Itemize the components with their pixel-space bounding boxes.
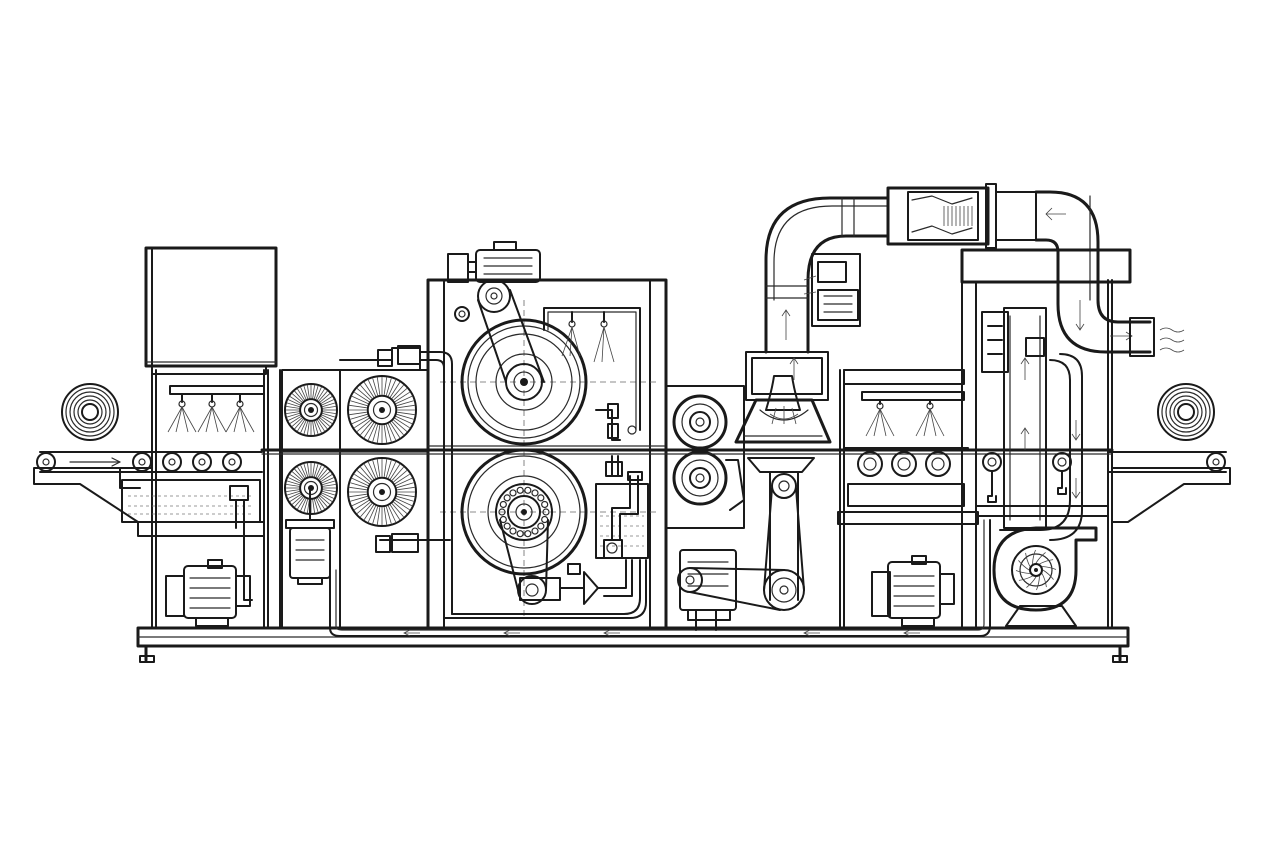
brush-motor — [285, 489, 335, 585]
brush-hoses — [339, 345, 451, 553]
outfeed-roll — [1157, 383, 1215, 441]
infeed-conveyor — [36, 451, 263, 473]
side-pipes — [419, 351, 647, 619]
transfer-belt-drive — [677, 457, 815, 621]
prewash-spray-bar — [167, 385, 265, 433]
top-drive-motor — [447, 241, 541, 283]
pump-motor — [165, 559, 251, 627]
extraction-hood — [734, 351, 832, 444]
rinse-spray-nozzles — [543, 307, 641, 441]
riser-duct — [764, 196, 890, 380]
feed-roll — [61, 383, 119, 441]
recirculation-line — [329, 519, 991, 637]
wash-tank — [119, 467, 261, 601]
side-filter-box — [803, 253, 861, 327]
drive-belt — [454, 279, 549, 605]
dryer-duct — [999, 353, 1083, 541]
drum-valve-assembly — [519, 559, 633, 605]
brush-rollers — [284, 375, 417, 527]
brush-roller-2 — [347, 375, 417, 445]
outfeed-conveyor — [1107, 451, 1227, 473]
squeeze-rollers — [665, 385, 745, 529]
centrifugal-blower — [992, 526, 1098, 627]
duct-filter-housing — [886, 183, 1037, 249]
rinse-section — [843, 369, 969, 507]
dryer-tower — [960, 248, 1132, 629]
coolant-tank — [595, 455, 649, 559]
brush-roller-1 — [284, 383, 338, 437]
return-duct — [1034, 190, 1185, 357]
rinse-motor — [871, 555, 955, 627]
brush-roller-4 — [347, 457, 417, 527]
product-web — [260, 448, 1114, 455]
control-cabinet — [144, 246, 278, 375]
